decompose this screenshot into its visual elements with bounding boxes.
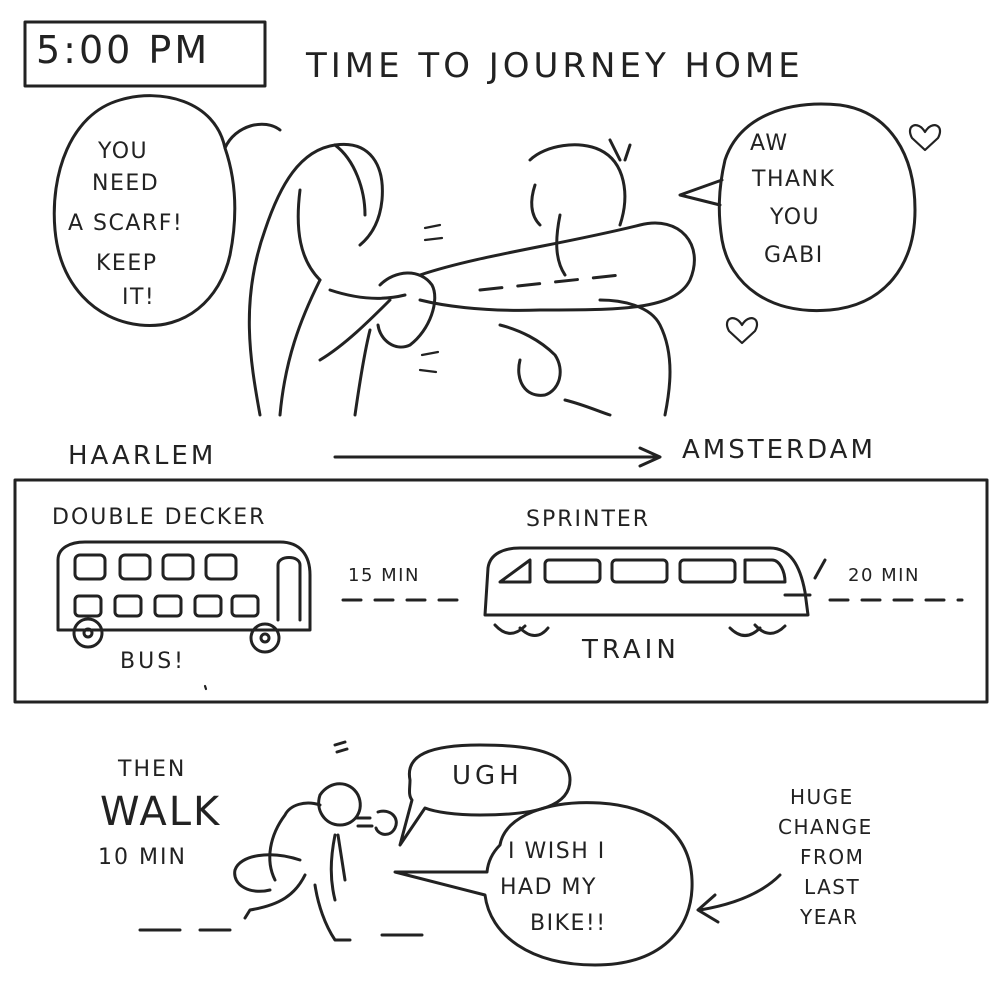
train-label: TRAIN	[582, 635, 680, 665]
heart-icon	[908, 124, 942, 152]
friend-bubble-line-1: AW	[750, 131, 789, 156]
ugh-speech-bubble	[398, 743, 572, 847]
scarf	[418, 221, 696, 312]
transport-frame	[13, 478, 989, 704]
heart-icon-2	[725, 317, 759, 345]
friend-bubble-line-3: YOU	[770, 205, 821, 230]
note-arrow	[696, 873, 782, 924]
note-line-5: YEAR	[800, 905, 859, 929]
bike-bubble-line-2: HAD MY	[500, 875, 597, 900]
gabi-figure	[247, 142, 437, 417]
sprinter-train	[483, 546, 827, 637]
note-line-3: FROM	[800, 845, 865, 869]
gabi-bubble-line-1: YOU	[98, 139, 149, 164]
ugh-bubble-text: UGH	[452, 761, 523, 791]
double-decker-bus	[56, 540, 312, 654]
gabi-speech-bubble	[52, 94, 282, 328]
friend-bubble-line-4: GABI	[764, 243, 824, 268]
walk-duration: 10 MIN	[98, 845, 187, 870]
train-title: SPRINTER	[526, 507, 651, 532]
friend-figure	[498, 138, 672, 417]
route-destination: AMSTERDAM	[682, 435, 876, 465]
route-origin: HAARLEM	[68, 441, 217, 471]
page-title: TIME TO JOURNEY HOME	[306, 46, 804, 86]
gabi-bubble-line-5: IT!	[122, 285, 156, 310]
route-arrow	[333, 446, 662, 468]
bus-label: BUS!	[120, 649, 186, 674]
note-line-4: LAST	[804, 875, 861, 899]
walking-figure	[233, 740, 398, 942]
bike-wish-bubble	[393, 801, 694, 967]
walk-title: WALK	[100, 789, 222, 835]
bus-title: DOUBLE DECKER	[52, 505, 267, 530]
friend-bubble-line-2: THANK	[752, 167, 836, 192]
time-label: 5:00 PM	[36, 28, 211, 72]
bike-bubble-line-1: I WISH I	[508, 839, 606, 864]
gabi-bubble-line-2: NEED	[92, 171, 160, 196]
gabi-bubble-line-4: KEEP	[96, 251, 158, 276]
walk-then: THEN	[118, 757, 187, 782]
note-line-2: CHANGE	[778, 815, 873, 839]
friend-speech-bubble	[678, 102, 917, 313]
bus-duration: 15 MIN	[348, 565, 420, 586]
train-duration: 20 MIN	[848, 565, 920, 586]
time-box-frame	[23, 20, 267, 88]
note-line-1: HUGE	[790, 785, 854, 809]
gabi-bubble-line-3: A SCARF!	[68, 211, 184, 236]
bike-bubble-line-3: BIKE!!	[530, 911, 607, 936]
